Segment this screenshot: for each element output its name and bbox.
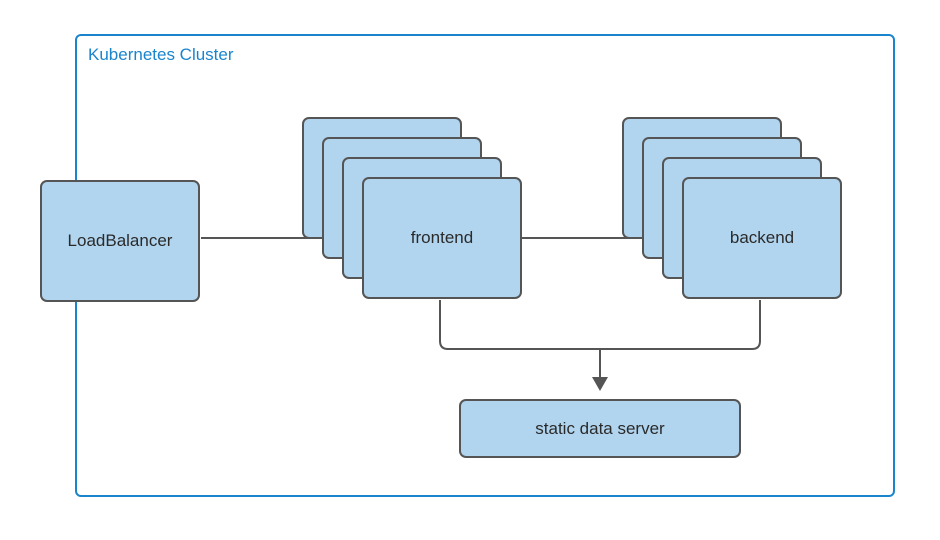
node-backend-label: backend: [729, 228, 795, 247]
node-frontend-label: frontend: [410, 228, 474, 247]
node-frontend-replica-1[interactable]: frontend: [362, 177, 522, 299]
node-frontend-stack[interactable]: frontend: [302, 117, 522, 300]
kubernetes-cluster-label: Kubernetes Cluster: [88, 45, 234, 64]
node-loadbalancer-label: LoadBalancer: [67, 231, 173, 250]
node-static-data-server[interactable]: static data server: [459, 399, 741, 458]
node-loadbalancer[interactable]: LoadBalancer: [40, 180, 200, 302]
node-backend-stack[interactable]: backend: [622, 117, 842, 300]
node-backend-replica-1[interactable]: backend: [682, 177, 842, 299]
node-static-data-server-label: static data server: [535, 418, 665, 438]
